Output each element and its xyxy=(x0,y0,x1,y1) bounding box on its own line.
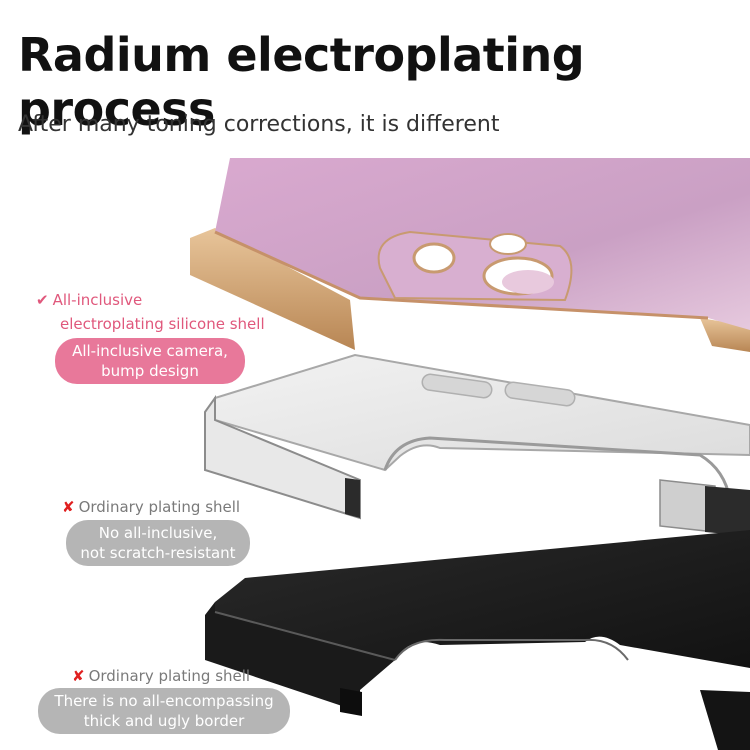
pill-line: There is no all-encompassing xyxy=(54,692,274,710)
label-line: electroplating silicone shell xyxy=(60,315,265,333)
pill-line: bump design xyxy=(101,362,199,380)
feature-pill-not-scratch-resistant: No all-inclusive, not scratch-resistant xyxy=(66,520,250,566)
pill-line: not scratch-resistant xyxy=(80,544,236,562)
feature-pill-ugly-border: There is no all-encompassing thick and u… xyxy=(38,688,290,734)
pink-electroplated-case xyxy=(190,158,750,352)
black-plating-case xyxy=(205,530,750,750)
cross-icon: ✘ xyxy=(62,498,75,516)
pill-line: thick and ugly border xyxy=(83,712,245,730)
page-title: Radium electroplating process xyxy=(18,28,585,136)
label-all-inclusive-shell: ✔All-inclusive electroplating silicone s… xyxy=(36,288,265,336)
label-line: Ordinary plating shell xyxy=(88,667,251,685)
feature-pill-camera-bump: All-inclusive camera, bump design xyxy=(55,338,245,384)
page-subtitle: After many toning corrections, it is dif… xyxy=(18,112,500,137)
check-icon: ✔ xyxy=(36,291,49,309)
label-line: Ordinary plating shell xyxy=(78,498,241,516)
label-ordinary-plating-shell: ✘Ordinary plating shell xyxy=(72,664,250,688)
pill-line: No all-inclusive, xyxy=(98,524,218,542)
pill-line: All-inclusive camera, xyxy=(72,342,228,360)
cross-icon: ✘ xyxy=(72,667,85,685)
label-ordinary-plating-shell: ✘Ordinary plating shell xyxy=(62,495,240,519)
clear-plating-case xyxy=(204,353,750,536)
label-line: All-inclusive xyxy=(52,291,143,309)
